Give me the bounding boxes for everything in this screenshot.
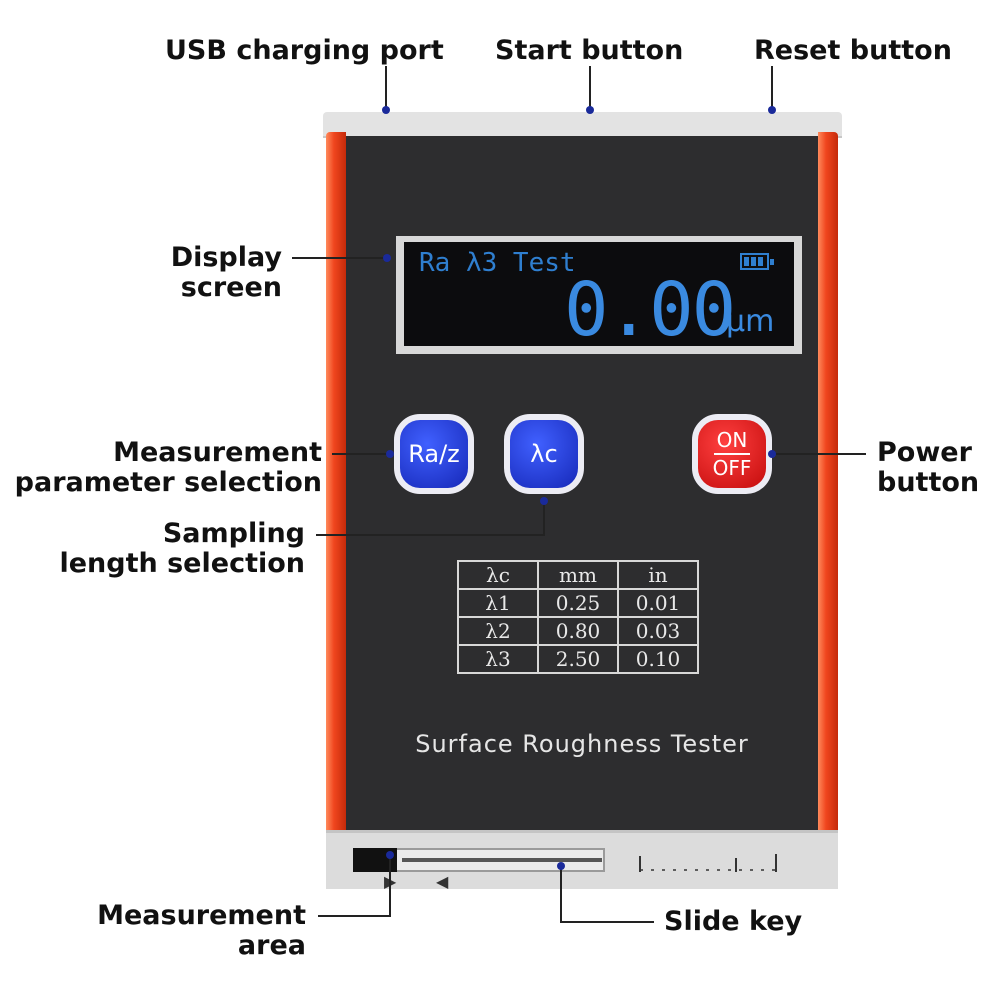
table-cell: 0.03 xyxy=(617,616,699,646)
display-screen-label-line1: Display xyxy=(170,242,282,273)
measurement-area-label-line2: area xyxy=(237,930,306,961)
table-cell: λ1 xyxy=(457,588,539,618)
sampling-length-button-label: λc xyxy=(530,440,558,468)
usb-port-dot xyxy=(382,106,390,114)
parameter-select-button[interactable]: Ra/z xyxy=(394,414,474,494)
power-divider xyxy=(714,453,750,455)
start-button-leader-line xyxy=(589,66,591,110)
usb-port-label: USB charging port xyxy=(165,35,444,66)
usb-port-leader-line xyxy=(385,66,387,110)
measurement-area-label-line1: Measurement xyxy=(97,900,306,931)
sampling-length-button[interactable]: λc xyxy=(504,414,584,494)
top-cap xyxy=(323,112,842,138)
table-row: λ3 2.50 0.10 xyxy=(457,644,699,674)
slide-key-leader-line-h xyxy=(560,921,654,923)
power-button[interactable]: ON OFF xyxy=(692,414,772,494)
measurement-parameter-label-line1: Measurement xyxy=(113,437,322,468)
table-cell: 2.50 xyxy=(537,644,619,674)
parameter-leader-line xyxy=(332,453,390,455)
slide-key-label: Slide key xyxy=(664,906,803,937)
sampling-leader-line-h xyxy=(316,534,544,536)
table-cell: λ2 xyxy=(457,616,539,646)
table-cell: 0.01 xyxy=(617,588,699,618)
start-button-label: Start button xyxy=(495,35,684,66)
sampling-length-label-line1: Sampling xyxy=(162,518,305,549)
reset-button-leader-line xyxy=(771,66,773,110)
display-leader-line xyxy=(292,257,386,259)
right-side-rail xyxy=(818,132,838,878)
power-button-label-line1: Power xyxy=(877,437,972,468)
table-header-cell: in xyxy=(617,560,699,590)
cutoff-length-table: λc mm in λ1 0.25 0.01 λ2 0.80 0.03 λ3 2.… xyxy=(457,560,699,674)
sampling-length-label-line2: length selection xyxy=(59,548,305,579)
measurement-area-dot xyxy=(386,851,394,859)
parameter-dot xyxy=(386,450,394,458)
table-header-cell: λc xyxy=(457,560,539,590)
reset-button-dot xyxy=(768,106,776,114)
power-leader-line xyxy=(776,453,866,455)
display-reading: 0.00 xyxy=(564,267,736,353)
stop-marker-icon: ◀ xyxy=(436,872,449,891)
table-header-row: λc mm in xyxy=(457,560,699,590)
sampling-dot xyxy=(540,497,548,505)
display-unit: μm xyxy=(726,304,775,339)
table-cell: λ3 xyxy=(457,644,539,674)
display-mode-text: Ra λ3 Test xyxy=(419,248,576,278)
measurement-area-leader-line-v xyxy=(389,856,391,917)
table-cell: 0.10 xyxy=(617,644,699,674)
sampling-leader-line-v xyxy=(543,502,545,536)
parameter-select-button-label: Ra/z xyxy=(408,440,460,468)
slide-track-groove xyxy=(402,858,602,862)
slide-key-dot xyxy=(557,862,565,870)
measurement-area-leader-line-h xyxy=(318,915,390,917)
power-on-label: ON xyxy=(716,428,748,452)
table-header-cell: mm xyxy=(537,560,619,590)
display-dot xyxy=(383,254,391,262)
slide-key-leader-line-v xyxy=(560,866,562,922)
scale-ruler-icon xyxy=(639,854,777,872)
table-row: λ2 0.80 0.03 xyxy=(457,616,699,646)
table-cell: 0.80 xyxy=(537,616,619,646)
power-dot xyxy=(768,450,776,458)
display-screen xyxy=(404,242,794,346)
power-off-label: OFF xyxy=(712,456,752,480)
table-cell: 0.25 xyxy=(537,588,619,618)
start-button-dot xyxy=(586,106,594,114)
left-side-rail xyxy=(326,132,346,878)
measurement-parameter-label-line2: parameter selection xyxy=(14,467,322,498)
battery-icon xyxy=(740,253,774,270)
table-row: λ1 0.25 0.01 xyxy=(457,588,699,618)
product-name: Surface Roughness Tester xyxy=(415,730,749,758)
display-screen-label-line2: screen xyxy=(180,272,282,303)
reset-button-label: Reset button xyxy=(754,35,952,66)
power-button-label-line2: button xyxy=(877,467,980,498)
